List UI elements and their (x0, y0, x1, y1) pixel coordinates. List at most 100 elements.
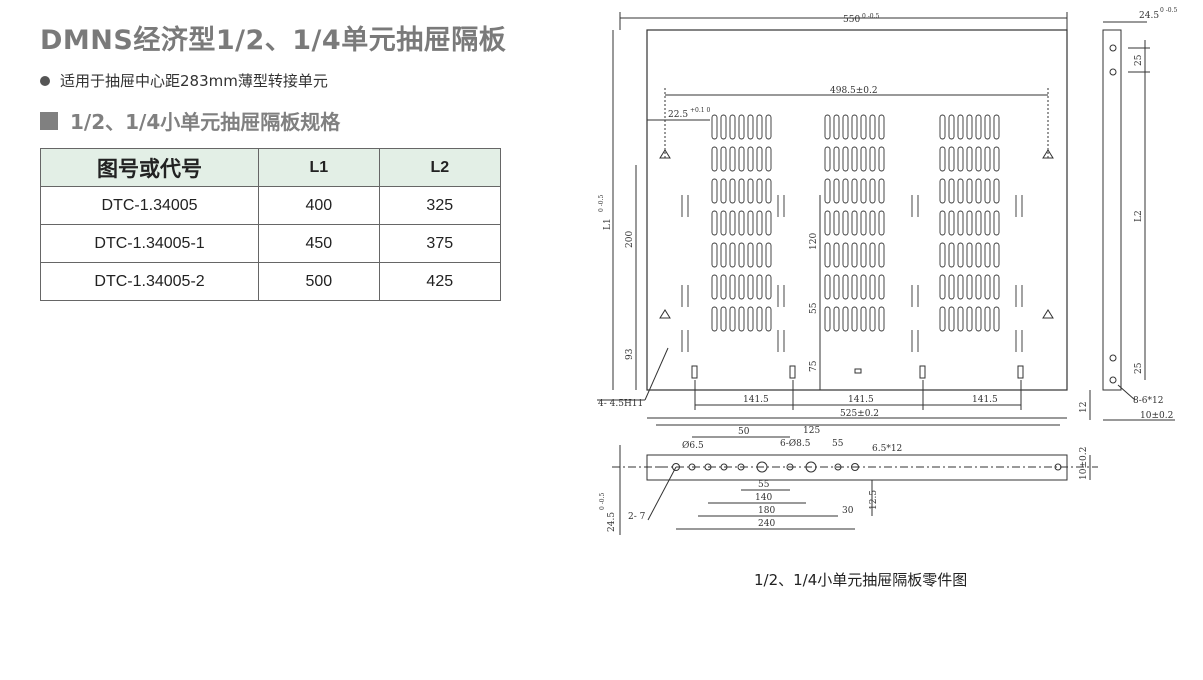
vent-slot (993, 210, 1000, 236)
leader-line (647, 466, 677, 521)
vent-slot (747, 274, 754, 300)
table-cell: 500 (258, 262, 380, 301)
vent-slot (984, 306, 991, 332)
vent-slot (720, 242, 727, 268)
vent-slot (842, 306, 849, 332)
vent-slot (966, 306, 973, 332)
vent-slot (756, 242, 763, 268)
vent-slot (860, 114, 867, 140)
vent-slot (833, 178, 840, 204)
vent-slot (851, 114, 858, 140)
vent-slot (711, 114, 718, 140)
table-cell: 425 (378, 262, 502, 301)
table-row: DTC-1.34005-2 500 425 (39, 262, 502, 301)
vent-slot (824, 274, 831, 300)
vent-slot (729, 114, 736, 140)
dim-24b-tol: 0 -0.5 (599, 493, 606, 510)
dim-24-label: 24.5 (1139, 11, 1159, 21)
bracket-slot (1015, 330, 1023, 352)
vent-slot (842, 178, 849, 204)
vent-slot (984, 210, 991, 236)
vent-slot (738, 114, 745, 140)
center-mark (854, 368, 862, 374)
vent-slot (939, 274, 946, 300)
leader-line (644, 347, 669, 401)
vent-slot (948, 114, 955, 140)
vent-slot (738, 274, 745, 300)
dim-180-label: 180 (758, 506, 775, 516)
vent-slot (729, 178, 736, 204)
vent-slot (860, 306, 867, 332)
vent-slot (957, 178, 964, 204)
leader-line (1117, 384, 1136, 401)
vent-slot (756, 210, 763, 236)
vent-slot (824, 178, 831, 204)
side-hole (1109, 68, 1117, 76)
vent-slot (711, 274, 718, 300)
vent-slot (878, 274, 885, 300)
dim-22-label: 22.5 (668, 110, 688, 120)
vent-slot (851, 242, 858, 268)
vent-slot (729, 306, 736, 332)
drawing-caption: 1/2、1/4小单元抽屉隔板零件图 (754, 571, 968, 589)
vent-slot (833, 306, 840, 332)
dim-550-tol: 0 -0.5 (862, 13, 879, 20)
dim-30-label: 30 (842, 506, 854, 516)
dim-550-label: 550 (843, 15, 860, 25)
vent-slot (984, 242, 991, 268)
vent-slot (711, 178, 718, 204)
dim-10v-label: 10±0.2 (1079, 447, 1089, 480)
vent-slot (738, 306, 745, 332)
dim-200-label: 200 (625, 231, 635, 248)
vent-slot (833, 146, 840, 172)
vent-slot (869, 114, 876, 140)
vent-slot (975, 242, 982, 268)
dim-498-label: 498.5±0.2 (830, 86, 878, 96)
section-holes (672, 461, 1062, 473)
vent-slot (878, 210, 885, 236)
bracket-slot (777, 195, 785, 217)
table-cell: 325 (378, 186, 502, 225)
pitch-3-label: 141.5 (972, 395, 998, 405)
vent-slot (738, 178, 745, 204)
vent-slot (869, 274, 876, 300)
vent-slot (842, 274, 849, 300)
vent-slot (747, 114, 754, 140)
vent-slot (975, 274, 982, 300)
bracket-slot (681, 195, 689, 217)
vent-slot (720, 178, 727, 204)
dim-24-tol: 0 -0.5 (1160, 7, 1177, 14)
side-hole (1109, 354, 1117, 362)
table-header-row: 图号或代号 L1 L2 (39, 148, 502, 187)
vent-slot (966, 210, 973, 236)
vent-slot (860, 274, 867, 300)
vent-slot (966, 114, 973, 140)
bracket-slot (1015, 195, 1023, 217)
section-heading: 1/2、1/4小单元抽屉隔板规格 (40, 106, 340, 135)
vent-slot (747, 242, 754, 268)
vent-slot (975, 114, 982, 140)
side-view (1102, 29, 1122, 391)
bracket-slot (681, 285, 689, 307)
holes-4-label: 4- 4.5H11 (598, 399, 643, 409)
vent-slot (765, 210, 772, 236)
vent-slot (966, 178, 973, 204)
dim-25-top-label: 25 (1134, 54, 1144, 66)
vent-slot (729, 274, 736, 300)
plate-outline (646, 29, 1068, 391)
mounting-holes (659, 149, 1054, 379)
vent-slot (729, 146, 736, 172)
vent-slot (966, 242, 973, 268)
dim-24b-label: 24.5 (607, 512, 617, 532)
bracket-slot (777, 285, 785, 307)
spec-table: 图号或代号 L1 L2 DTC-1.34005 400 325 DTC-1.34… (39, 148, 502, 301)
page-title: DMNS经济型1/2、1/4单元抽屉隔板 (40, 25, 507, 56)
vent-slot (966, 146, 973, 172)
vent-slot (975, 178, 982, 204)
table-row: DTC-1.34005 400 325 (39, 186, 502, 225)
dim-55v-label: 55 (809, 302, 819, 314)
dim-120-label: 120 (809, 233, 819, 250)
vent-slot (756, 146, 763, 172)
vent-slot (860, 146, 867, 172)
table-cell: DTC-1.34005-2 (39, 262, 260, 301)
